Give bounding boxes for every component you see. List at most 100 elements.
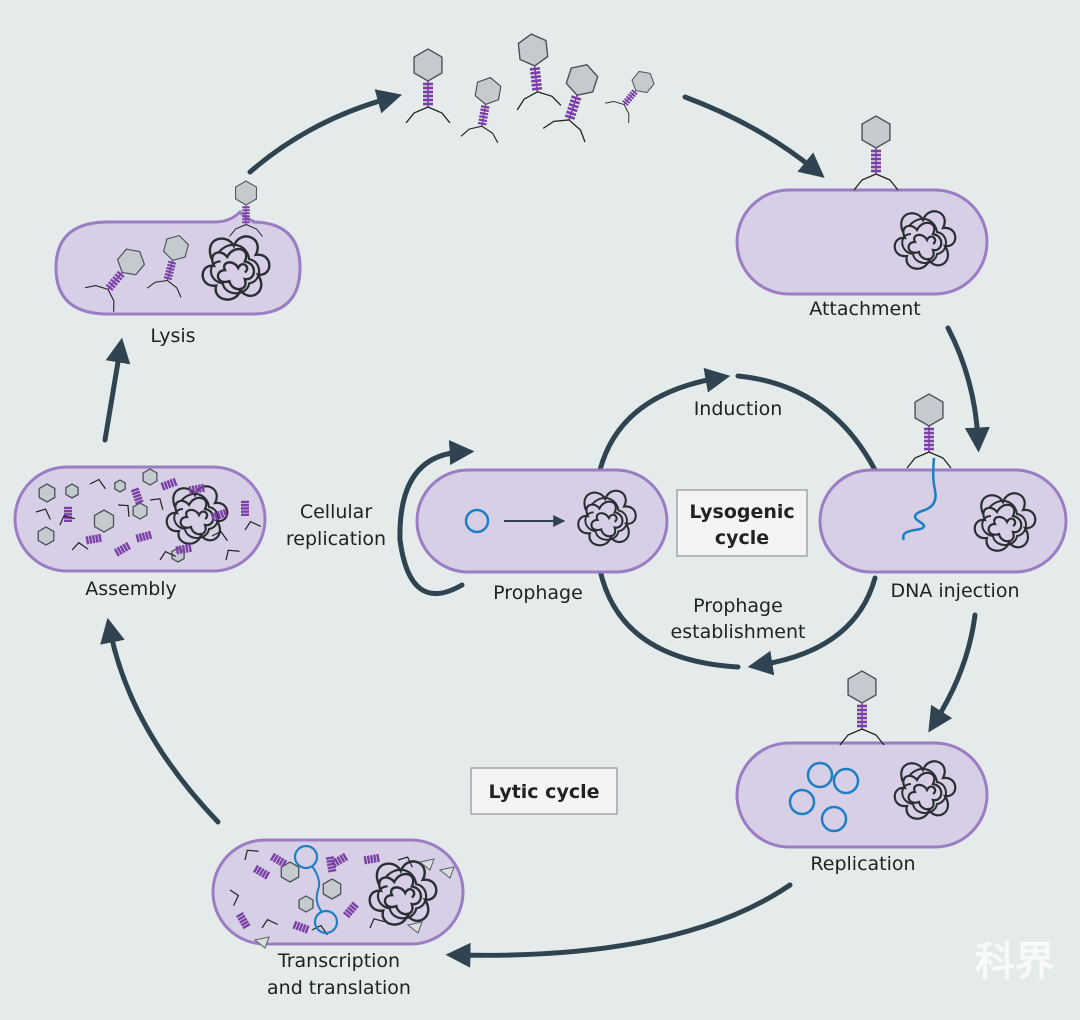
watermark: 科界 xyxy=(975,939,1055,985)
lysogenic-box-line1: Lysogenic xyxy=(689,501,794,523)
released-phages xyxy=(405,33,655,144)
lytic-cycle-label: Lytic cycle xyxy=(489,781,600,803)
arrow-transcription-to-assembly xyxy=(100,617,221,825)
prophage-chromosome-icon xyxy=(577,489,637,547)
label-induction: Induction xyxy=(694,398,783,420)
dna-circle-icon xyxy=(293,844,319,870)
lysis-cell xyxy=(54,209,302,316)
prophage-dna-circle xyxy=(464,508,490,534)
tail-fragment xyxy=(241,500,249,517)
arrow-prophage-establishment xyxy=(747,575,878,676)
released-phage-icon xyxy=(516,33,562,111)
lysis-progeny-phage-icon xyxy=(84,248,146,312)
protein-fragment xyxy=(406,921,423,934)
attached-phages xyxy=(229,115,952,746)
released-phage-icon xyxy=(405,48,451,124)
attachment-cell xyxy=(735,188,989,296)
arrow-assembly-to-lysis xyxy=(102,337,131,443)
lysogenic-arrows xyxy=(397,367,878,676)
lytic-arrows xyxy=(100,89,990,968)
tail-fiber xyxy=(397,856,413,868)
capsid-icon xyxy=(65,483,79,499)
released-phage-icon xyxy=(460,76,502,144)
transcription-cell-contents xyxy=(229,844,455,949)
tail-fiber xyxy=(369,918,386,929)
label-replication: Replication xyxy=(810,853,915,875)
arrow-prophage-establishment-tail xyxy=(597,567,741,670)
tail-fragment xyxy=(113,541,132,557)
replication-chromosome-icon xyxy=(893,760,957,820)
replicated-dna-circles xyxy=(788,761,860,833)
assembly-chromosome-icon xyxy=(165,485,229,545)
tail-fiber xyxy=(117,504,130,517)
injection-chromosome-icon xyxy=(973,492,1037,552)
lysis-escaping-phage-icon xyxy=(229,180,263,237)
arrow-lysis-to-release xyxy=(247,89,403,175)
arrow-release-to-attachment xyxy=(682,94,825,178)
bacterial-chromosomes xyxy=(165,210,1037,926)
dna-injection-cell xyxy=(818,468,1068,574)
released-phage-icon xyxy=(542,64,599,143)
tail-fragment xyxy=(160,477,178,491)
arrow-induction-tail xyxy=(735,373,878,473)
tail-fragment xyxy=(188,483,205,495)
arrow-cellular-replication xyxy=(397,440,475,597)
tail-fragment xyxy=(210,508,228,522)
tail-fragment xyxy=(363,853,380,865)
injection-phage-icon xyxy=(906,393,952,469)
protein-fragment xyxy=(253,936,270,949)
attachment-chromosome-icon xyxy=(893,210,957,270)
label-attachment: Attachment xyxy=(809,298,920,320)
label-transcription-2: and translation xyxy=(267,977,411,999)
tail-fragment xyxy=(235,911,251,930)
lysogenic-box-line2: cycle xyxy=(715,527,769,549)
tail-fiber xyxy=(89,478,106,490)
arrow-injection-to-replication xyxy=(928,612,978,733)
tail-fiber xyxy=(159,550,176,561)
label-lysis: Lysis xyxy=(150,325,195,347)
capsid-icon xyxy=(132,502,148,520)
tail-fragment xyxy=(252,864,271,880)
mrna-strand xyxy=(311,865,323,913)
lysogenic-cycle-box xyxy=(676,489,808,557)
tail-fragment xyxy=(269,852,288,868)
arrow-replication-to-transcription xyxy=(445,882,793,968)
label-establishment-1: Prophage xyxy=(693,595,783,617)
released-phage-icon xyxy=(605,70,655,124)
capsid-icon xyxy=(142,468,158,486)
capsid-icon xyxy=(93,509,115,533)
transcription-chromosome-icon xyxy=(368,860,438,926)
capsid-icon xyxy=(38,483,56,503)
assembly-cell-contents xyxy=(35,468,261,563)
attachment-phage-icon xyxy=(853,115,899,191)
tail-fragment xyxy=(85,533,102,545)
lysis-progeny-phages xyxy=(84,235,190,312)
tail-fragment xyxy=(292,920,310,934)
injected-dna-strand xyxy=(901,457,937,541)
tail-fiber xyxy=(35,508,51,520)
tail-fragment xyxy=(330,852,349,868)
capsid-icon xyxy=(37,526,55,546)
tail-fiber xyxy=(229,889,240,906)
tail-fragment xyxy=(130,487,144,505)
tail-fiber xyxy=(225,549,240,561)
capsid-fragment-icon xyxy=(280,861,300,883)
protein-fragment xyxy=(438,866,455,879)
label-prophage: Prophage xyxy=(493,582,583,604)
replication-phage-icon xyxy=(839,670,885,746)
label-assembly: Assembly xyxy=(85,578,177,600)
tail-fiber xyxy=(244,849,259,861)
tail-fragment xyxy=(342,901,359,919)
label-transcription-1: Transcription xyxy=(277,950,400,972)
tail-fiber xyxy=(261,918,278,929)
capsid-fragment-icon xyxy=(298,895,314,913)
label-cellular-1: Cellular xyxy=(300,501,372,523)
label-establishment-2: establishment xyxy=(671,621,806,643)
lysis-progeny-phage-icon xyxy=(146,235,190,298)
tail-fiber xyxy=(59,515,76,526)
lysis-chromosome-icon xyxy=(201,235,271,301)
lytic-cycle-box xyxy=(470,767,618,815)
arrow-attachment-to-injection xyxy=(945,325,990,453)
tail-fiber xyxy=(311,924,328,936)
